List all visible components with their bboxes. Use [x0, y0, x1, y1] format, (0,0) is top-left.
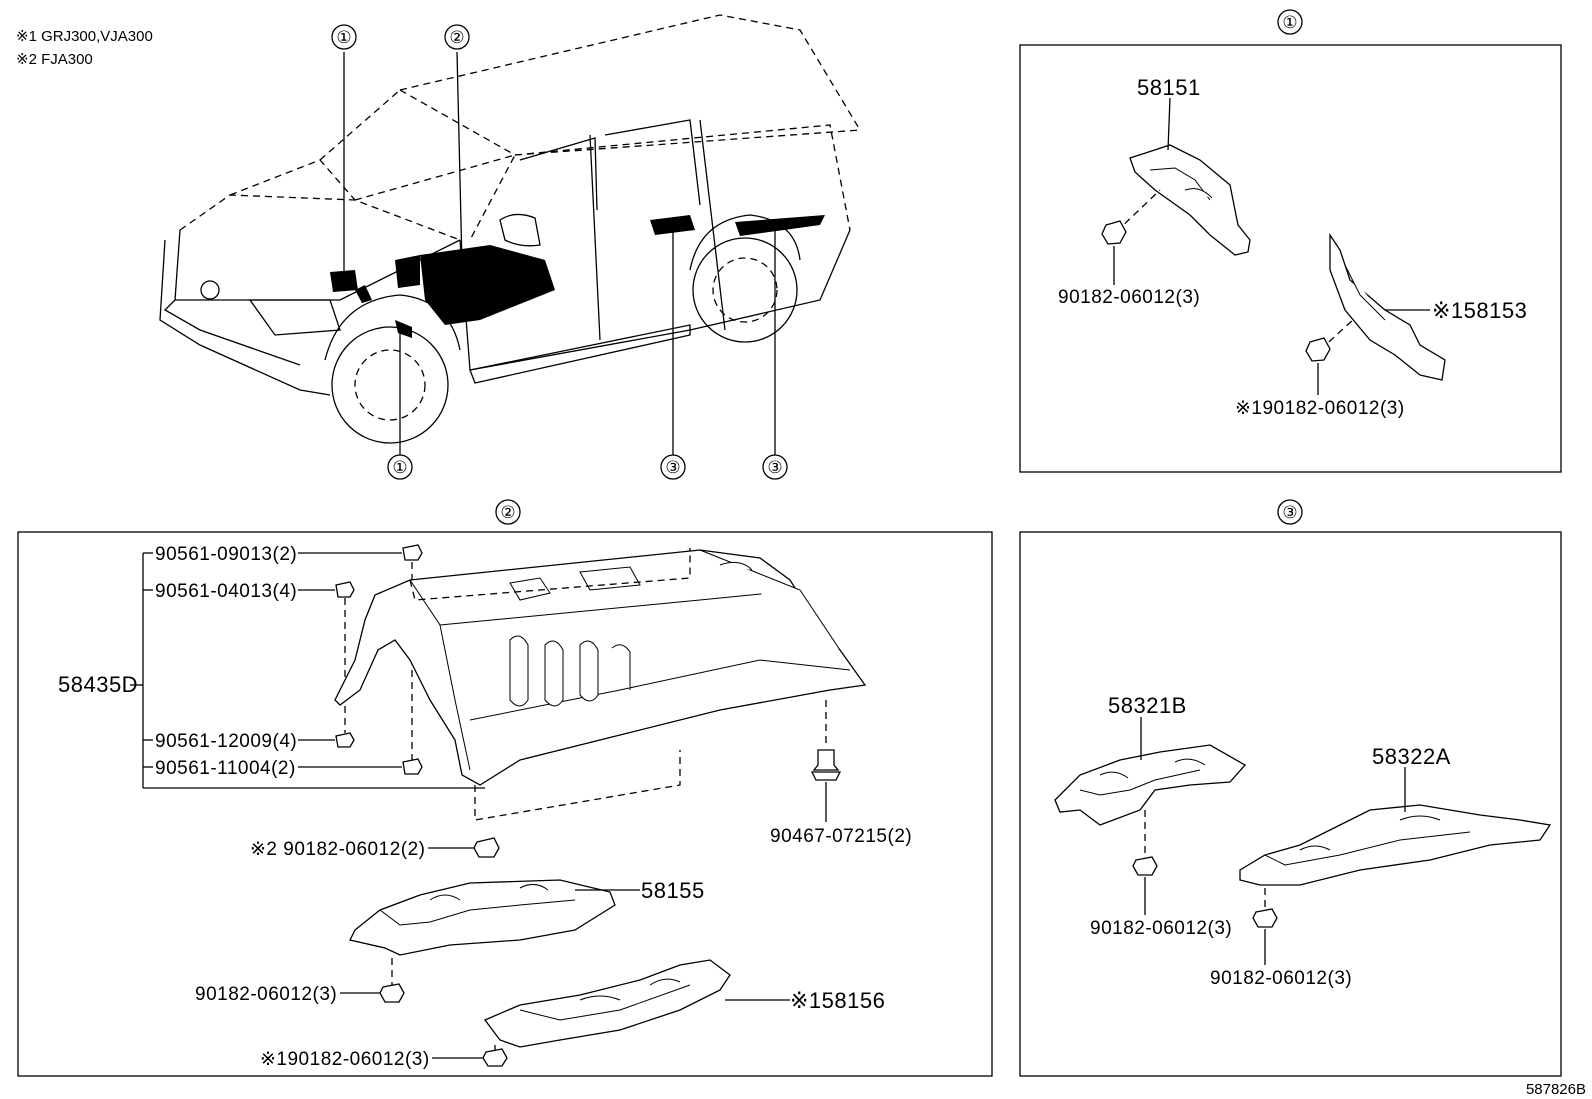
note-1: ※1 GRJ300,VJA300	[16, 28, 153, 45]
label-90561-11004: 90561-11004(2)	[155, 758, 296, 779]
panel-1: ① 58151 90182-06012(3) ※158153 ※190182-0…	[1019, 9, 1562, 473]
label-58156: ※158156	[790, 988, 885, 1013]
label-58322A: 58322A	[1372, 744, 1451, 769]
label-90182-06012-a: 90182-06012(3)	[1058, 287, 1200, 308]
label-58155: 58155	[641, 878, 705, 903]
label-90561-12009: 90561-12009(4)	[155, 731, 297, 752]
label-90182-06012-e: 90182-06012(3)	[1090, 918, 1232, 939]
label-90467-07215: 90467-07215(2)	[770, 826, 912, 847]
panel-2-marker: ②	[500, 503, 515, 522]
label-90561-09013: 90561-09013(2)	[155, 544, 297, 565]
panel-3-marker: ③	[1282, 503, 1297, 522]
label-58321B: 58321B	[1108, 693, 1187, 718]
svg-text:③: ③	[665, 458, 680, 477]
marker-2-top: ②	[444, 24, 470, 50]
label-90182-06012-d: ※190182-06012(3)	[260, 1049, 430, 1070]
marker-3-right: ③	[762, 454, 788, 480]
panel-1-marker: ①	[1282, 13, 1297, 32]
marker-1-bottom: ①	[387, 454, 413, 480]
svg-text:①: ①	[392, 458, 407, 477]
label-90182-06012-c: 90182-06012(3)	[195, 984, 337, 1005]
illustration-number: 587826B	[1526, 1081, 1586, 1098]
svg-text:①: ①	[336, 28, 351, 47]
label-90182-06012-x2: ※2 90182-06012(2)	[250, 839, 425, 860]
label-58153: ※158153	[1432, 298, 1527, 323]
label-90182-06012-b: ※190182-06012(3)	[1235, 398, 1405, 419]
label-58435D: 58435D	[58, 672, 138, 697]
svg-text:③: ③	[767, 458, 782, 477]
panel-2: ② 90561-09013(2) 90561-04013(4) 58435D 9…	[17, 499, 993, 1077]
label-90182-06012-f: 90182-06012(3)	[1210, 968, 1352, 989]
label-58151: 58151	[1137, 75, 1201, 100]
svg-text:②: ②	[449, 28, 464, 47]
vehicle-illustration	[159, 14, 861, 444]
note-2: ※2 FJA300	[16, 51, 93, 68]
label-90561-04013: 90561-04013(4)	[155, 581, 297, 602]
marker-1-top: ①	[331, 24, 357, 50]
marker-3-left: ③	[660, 454, 686, 480]
panel-3: ③ 58321B 90182-06012(3) 58322A 90182-060…	[1019, 499, 1562, 1077]
